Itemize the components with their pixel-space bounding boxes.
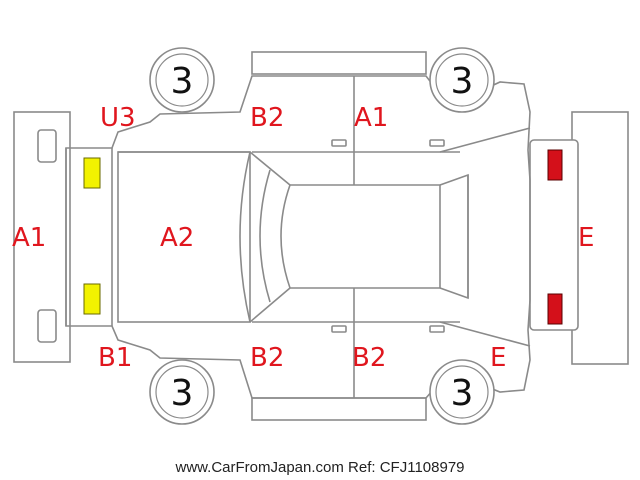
tire-front-right-number: 3 xyxy=(171,373,194,414)
label-u3-top-left: U3 xyxy=(100,103,136,133)
rear-bumper xyxy=(529,111,629,365)
tire-rear-left-number: 3 xyxy=(451,61,474,102)
label-b2-bottom-left: B2 xyxy=(250,343,284,373)
label-e-rear: E xyxy=(578,223,594,253)
label-e-bottom-right: E xyxy=(490,343,506,373)
label-a1-top-right: A1 xyxy=(354,103,388,133)
taillight-bottom xyxy=(547,293,563,325)
label-b2-top-left: B2 xyxy=(250,103,284,133)
tire-rear-left: 3 xyxy=(429,47,495,113)
tire-front-left-number: 3 xyxy=(171,61,194,102)
tire-front-left: 3 xyxy=(149,47,215,113)
headlight-top xyxy=(83,157,101,189)
label-a2-hood: A2 xyxy=(160,223,194,253)
car-body xyxy=(65,75,531,399)
tire-rear-right: 3 xyxy=(429,359,495,425)
label-a1-front: A1 xyxy=(12,223,46,253)
top-side-strip xyxy=(251,51,427,75)
label-b2-bottom-right: B2 xyxy=(352,343,386,373)
footer-reference: www.CarFromJapan.com Ref: CFJ1108979 xyxy=(175,459,465,476)
headlight-bottom xyxy=(83,283,101,315)
taillight-top xyxy=(547,149,563,181)
bottom-side-strip xyxy=(251,397,427,421)
tire-rear-right-number: 3 xyxy=(451,373,474,414)
label-b1-bottom-left: B1 xyxy=(98,343,132,373)
tire-front-right: 3 xyxy=(149,359,215,425)
front-bumper xyxy=(13,111,71,363)
